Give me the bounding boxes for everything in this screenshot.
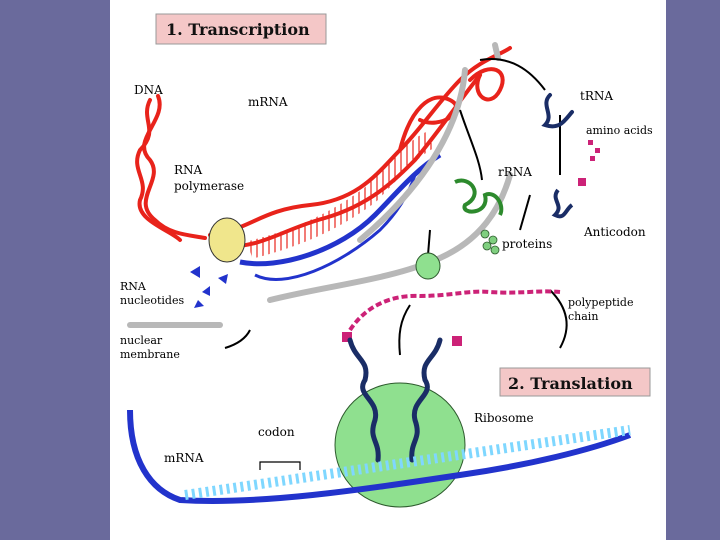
translation-title: 2. Translation [499, 367, 651, 397]
rna-nucleotides [190, 266, 228, 308]
ribosome-trnas [347, 337, 443, 463]
polypeptide-chain [342, 289, 561, 346]
diagram-panel: 1. Transcription 2. Translation [110, 0, 666, 540]
codon-bracket [259, 461, 301, 470]
label-rna-polymerase-2: polymerase [174, 179, 244, 193]
mrna-strand-top [239, 131, 442, 281]
rrna [454, 178, 504, 216]
label-amino-acids: amino acids [586, 124, 653, 137]
trna-top [541, 93, 574, 129]
svg-text:2. Translation: 2. Translation [508, 374, 633, 393]
label-rna-polymerase-1: RNA [174, 163, 203, 177]
label-ribosome: Ribosome [474, 411, 534, 425]
label-dna: DNA [134, 83, 163, 97]
amino-acid-particles [578, 140, 600, 186]
label-proteins: proteins [502, 237, 552, 251]
right-sidebar [666, 0, 720, 540]
rna-polymerase [208, 217, 246, 263]
label-mrna-bottom: mRNA [164, 451, 204, 465]
protein-particles [480, 229, 500, 255]
label-nuclear-membrane-2: membrane [120, 348, 180, 361]
label-codon: codon [258, 425, 295, 439]
label-rrna: rRNA [498, 165, 532, 179]
label-trna: tRNA [580, 89, 613, 103]
trna-anticodon [551, 188, 574, 219]
mrna-strand-bottom [127, 409, 632, 504]
label-polypeptide-2: chain [568, 310, 598, 323]
label-polypeptide-1: polypeptide [568, 296, 633, 309]
svg-text:1. Transcription: 1. Transcription [166, 20, 310, 39]
label-mrna-top: mRNA [248, 95, 288, 109]
label-nuclear-membrane-1: nuclear [120, 334, 163, 347]
label-anticodon: Anticodon [583, 225, 646, 239]
left-sidebar [0, 0, 110, 540]
ribosome-subunit [415, 252, 441, 280]
ribosome [334, 382, 466, 508]
transcription-title: 1. Transcription [155, 13, 327, 45]
process-arrows [224, 58, 568, 356]
label-rna-nucleotides-2: nucleotides [120, 294, 184, 307]
transcription-translation-diagram: 1. Transcription 2. Translation [120, 13, 653, 508]
label-rna-nucleotides-1: RNA [120, 280, 147, 293]
